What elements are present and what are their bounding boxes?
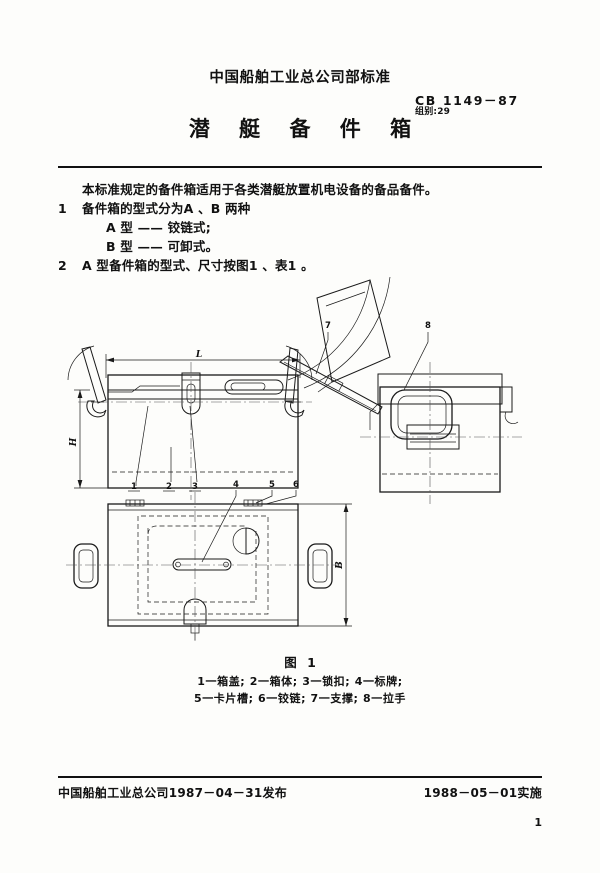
lid-swing-arc-group: [287, 276, 391, 393]
body-text: 本标准规定的备件箱适用于各类潜艇放置机电设备的备品备件。 1 备件箱的型式分为A…: [58, 180, 542, 275]
callout-5-label: 5: [269, 480, 275, 490]
support-strut: [279, 355, 383, 415]
nameplate-front: [224, 379, 284, 395]
footer-divider: [58, 776, 542, 778]
callout-8: 8: [403, 321, 431, 391]
page-title: 潜 艇 备 件 箱: [188, 117, 423, 141]
card-slot-top: [232, 527, 260, 555]
callout-8-label: 8: [425, 321, 431, 331]
top-view: B 4 5 6: [66, 480, 352, 644]
callout-3-label: 3: [192, 482, 198, 492]
callout-7: 7: [315, 321, 331, 375]
figure-caption: 图 1: [284, 655, 319, 670]
clause-1-number: 1: [58, 201, 67, 216]
callout-1-label: 1: [131, 482, 137, 492]
dimension-label-height: H: [69, 437, 79, 447]
clause-1-type-a: A 型 —— 铰链式;: [106, 220, 211, 235]
hinge-tabs-top: [125, 499, 263, 507]
callout-3: 3: [189, 405, 201, 492]
figure-legend-line-2: 5一卡片槽; 6一铰链; 7一支撑; 8一拉手: [193, 692, 407, 705]
hinge-side: [499, 386, 519, 424]
front-view: L H 1: [67, 345, 313, 500]
clause-1: 1 备件箱的型式分为A 、B 两种: [58, 199, 542, 218]
standard-group-label: 组别:29: [415, 107, 451, 117]
page-number: 1: [534, 816, 542, 829]
standard-number: CB 1149－87: [415, 93, 519, 108]
dimension-breadth: B: [298, 503, 352, 627]
callout-1: 1: [128, 405, 149, 492]
side-view: 7 8: [279, 321, 522, 504]
handle-side: [390, 389, 453, 440]
handle-top-right: [307, 543, 333, 589]
callout-4-label: 4: [233, 480, 239, 490]
clause-1-type-b: B 型 —— 可卸式。: [106, 239, 219, 254]
issuing-organization: 中国船舶工业总公司部标准: [209, 70, 391, 86]
clause-2: 2 A 型备件箱的型式、尺寸按图1 、表1 。: [58, 256, 542, 275]
header-divider: [58, 166, 542, 168]
callout-6: 6: [265, 480, 299, 505]
technical-drawing-figure-1: L H 1: [60, 262, 540, 662]
dimension-length: L: [105, 350, 301, 378]
clause-1-text: 备件箱的型式分为A 、B 两种: [82, 201, 251, 216]
dimension-height: H: [69, 389, 108, 489]
callout-2: 2: [163, 447, 175, 492]
callout-5: 5: [255, 480, 275, 504]
intro-paragraph: 本标准规定的备件箱适用于各类潜艇放置机电设备的备品备件。: [82, 182, 438, 197]
callout-6-label: 6: [293, 480, 299, 490]
handle-top-left: [73, 543, 99, 589]
callout-4: 4: [201, 480, 239, 563]
hinge-left: [81, 346, 107, 418]
callout-2-label: 2: [166, 482, 172, 492]
figure-svg: L H 1: [66, 276, 522, 644]
clause-2-number: 2: [58, 258, 67, 273]
dimension-label-length: L: [195, 350, 202, 360]
footer-issue-date: 中国船舶工业总公司1987－04－31发布: [58, 786, 288, 800]
clause-2-text: A 型备件箱的型式、尺寸按图1 、表1 。: [82, 258, 314, 273]
callout-7-label: 7: [325, 321, 331, 331]
figure-legend-line-1: 1一箱盖; 2一箱体; 3一锁扣; 4一标牌;: [197, 675, 403, 688]
nameplate-top: [172, 558, 232, 571]
dimension-label-breadth: B: [335, 561, 345, 570]
footer-effective-date: 1988－05－01实施: [423, 786, 542, 800]
